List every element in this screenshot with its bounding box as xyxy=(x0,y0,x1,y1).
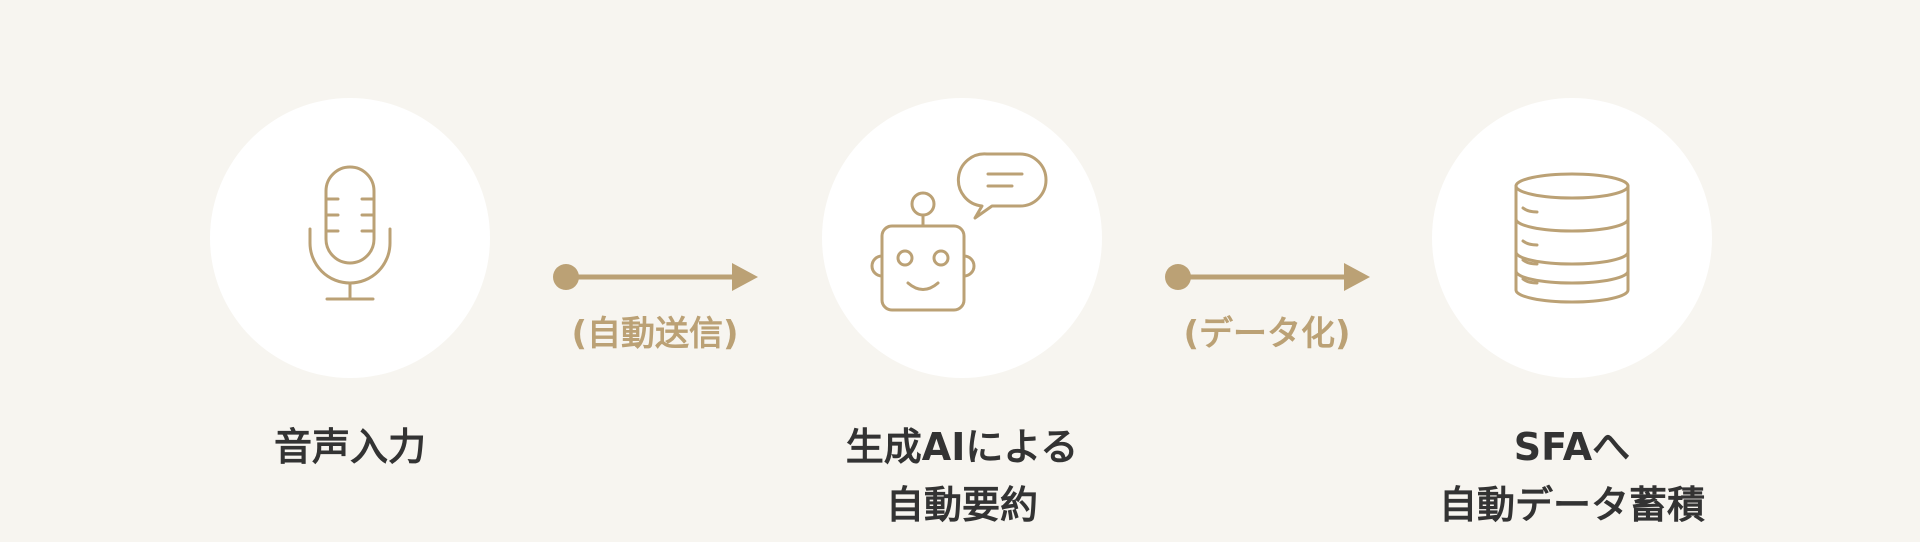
step-label-line: 音声入力 xyxy=(273,425,426,469)
step-sfa-storage: SFAへ 自動データ蓄積 xyxy=(1432,98,1712,534)
connector-label: (自動送信) xyxy=(571,314,739,354)
step-ai-summary: 生成AIによる 自動要約 xyxy=(822,98,1102,534)
step-label-voice-input: 音声入力 xyxy=(274,418,426,476)
arrow-right-icon xyxy=(553,263,758,291)
step-label-line: 自動データ蓄積 xyxy=(1438,483,1705,527)
connector-datafy: (データ化) xyxy=(1162,260,1372,354)
step-label-line: SFAへ xyxy=(1513,425,1631,469)
icon-circle xyxy=(210,98,490,378)
step-label-ai-summary: 生成AIによる 自動要約 xyxy=(846,418,1078,534)
database-icon xyxy=(1514,172,1630,304)
robot-chat-icon xyxy=(870,152,1048,312)
icon-circle xyxy=(1432,98,1712,378)
icon-circle xyxy=(822,98,1102,378)
step-label-line: 生成AIによる xyxy=(845,425,1079,469)
step-label-line: 自動要約 xyxy=(885,483,1038,527)
connector-auto-send: (自動送信) xyxy=(550,260,760,354)
step-voice-input: 音声入力 xyxy=(210,98,490,476)
microphone-icon xyxy=(308,165,392,301)
step-label-sfa-storage: SFAへ 自動データ蓄積 xyxy=(1439,418,1705,534)
arrow-right-icon xyxy=(1165,263,1370,291)
connector-label: (データ化) xyxy=(1183,314,1351,354)
